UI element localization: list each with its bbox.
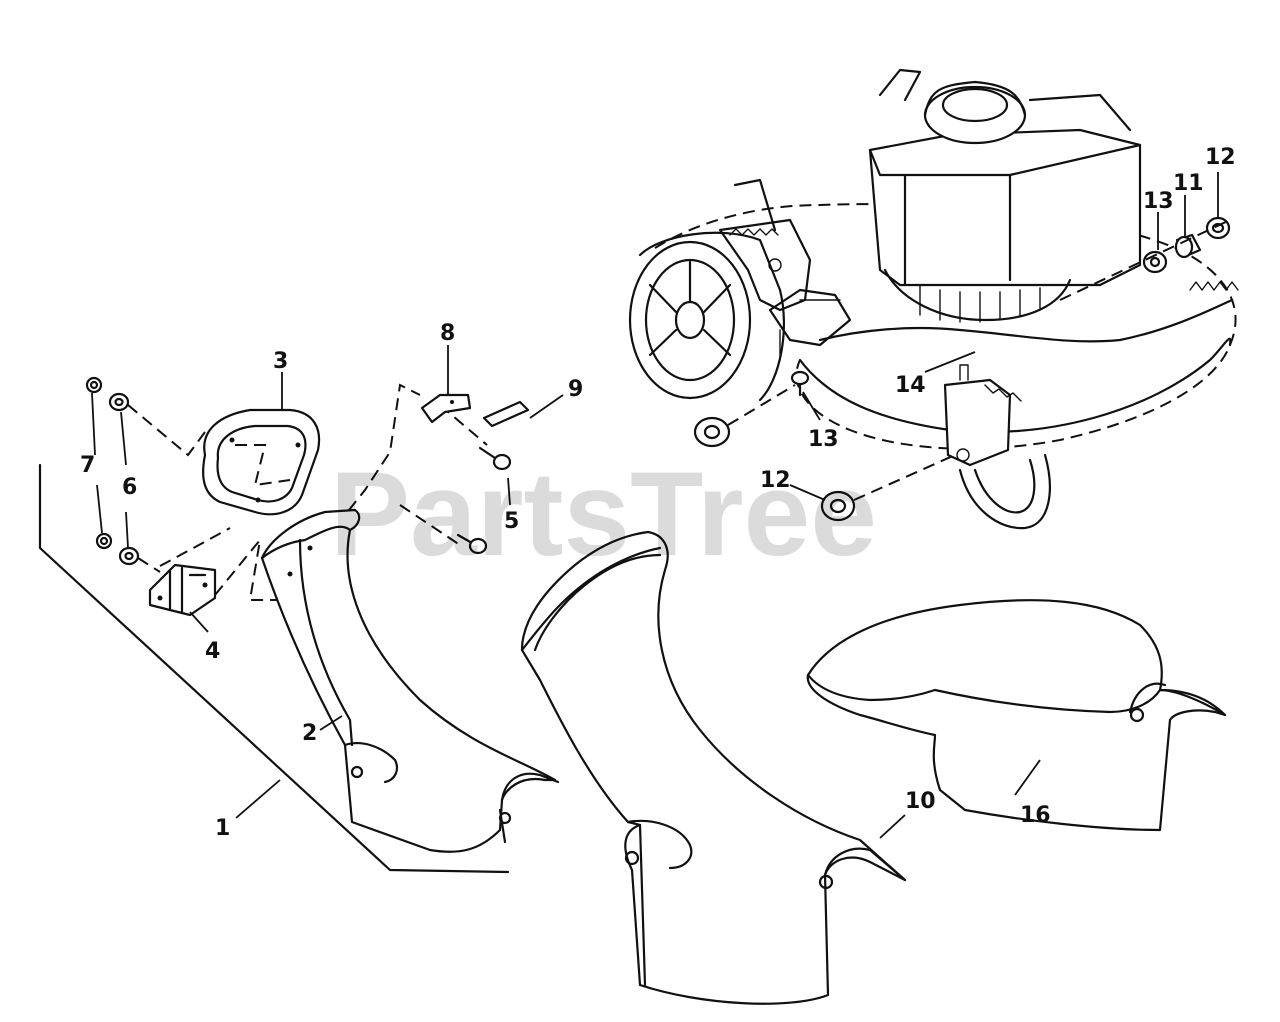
chute-part-2 <box>260 508 560 853</box>
callout-11: 11 <box>1173 171 1204 196</box>
mower-deck-skirt <box>798 337 1232 434</box>
callout-6: 6 <box>122 475 137 500</box>
nut-part-7-lower <box>95 532 113 550</box>
washer-part-6-lower <box>118 546 140 566</box>
callout-labels: 1 2 3 4 5 6 7 8 9 10 11 12 12 13 13 14 1… <box>80 145 1236 841</box>
rear-linkage <box>768 288 852 347</box>
pin-part-9 <box>482 400 530 428</box>
front-wheel-bracket <box>943 378 1012 467</box>
callout-1: 1 <box>215 816 230 841</box>
bracket-part-8 <box>420 393 472 424</box>
callout-13-lower: 13 <box>808 427 839 452</box>
nut-part-7-upper <box>85 376 103 394</box>
nut-part-12-lower <box>820 490 856 522</box>
watermark: PartsTree <box>330 447 877 581</box>
chute-part-10 <box>520 530 907 1005</box>
callout-4: 4 <box>205 639 220 664</box>
leader-lines <box>91 172 1219 839</box>
deck-front-lip <box>818 298 1234 343</box>
washer-part-6-upper <box>108 392 130 412</box>
deflector-part-16 <box>806 599 1227 832</box>
callout-2: 2 <box>302 721 317 746</box>
mower-deck <box>654 203 1237 450</box>
bolt-part-5-upper <box>478 446 512 471</box>
height-adjuster-plate <box>718 218 812 312</box>
callout-8: 8 <box>440 321 455 346</box>
deck-stud <box>790 370 810 397</box>
mower-assembly <box>628 68 1239 530</box>
spacer-part-11 <box>1174 233 1202 259</box>
callout-9: 9 <box>568 377 583 402</box>
callout-5: 5 <box>504 509 519 534</box>
callout-3: 3 <box>273 349 288 374</box>
deck-serrations <box>1189 281 1239 291</box>
callout-16: 16 <box>1020 803 1051 828</box>
callout-12-lower: 12 <box>760 468 791 493</box>
callout-7: 7 <box>80 453 95 478</box>
bolt-part-5-lower <box>456 533 488 555</box>
engine <box>868 80 1142 323</box>
hinge-part-4 <box>148 563 217 617</box>
gasket-part-3 <box>202 408 321 516</box>
callout-12-top: 12 <box>1205 145 1236 170</box>
front-wheel <box>958 453 1051 530</box>
nut-part-13-lower <box>693 416 731 448</box>
assembly-bracket-1 <box>38 463 510 874</box>
handle-bracket <box>733 68 922 232</box>
callout-13-top: 13 <box>1143 189 1174 214</box>
rear-wheel <box>628 231 786 402</box>
nut-part-12-top <box>1205 216 1231 240</box>
callout-14: 14 <box>895 373 926 398</box>
callout-10: 10 <box>905 789 936 814</box>
